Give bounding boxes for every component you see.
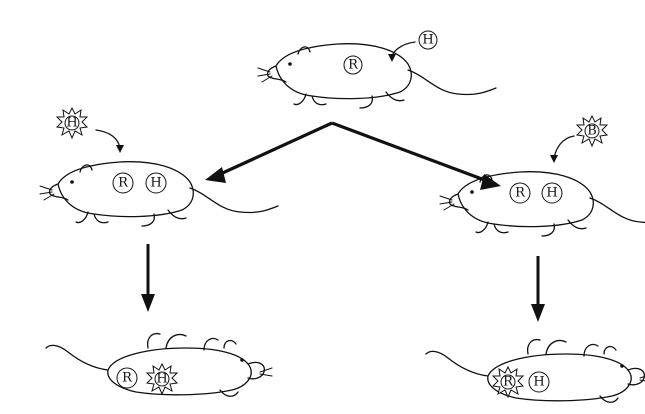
right-rat-label-r: R [515, 186, 526, 201]
left-dead-label-h: H [156, 372, 167, 387]
top-rat: R H [258, 31, 496, 108]
right-dead-rat: R H [426, 340, 645, 403]
left-rat-label-r: R [118, 176, 129, 191]
top-incoming-arrow [392, 42, 415, 58]
left-dead-active-starburst: H [147, 364, 177, 394]
right-incoming-arrow [554, 136, 574, 158]
left-incoming-starburst: H [57, 108, 87, 138]
left-rat-label-h: H [150, 176, 161, 191]
right-incoming-starburst: B [577, 116, 607, 146]
left-incoming-label: H [66, 116, 77, 131]
right-dead-label-h: H [533, 375, 544, 390]
right-dead-label-r: R [503, 375, 514, 390]
top-rat-label-r: R [348, 58, 359, 73]
left-upright-rat: R H H [40, 108, 278, 226]
top-incoming-label: H [422, 33, 433, 48]
down-arrows [141, 244, 545, 322]
right-rat-label-h: H [546, 186, 557, 201]
right-dead-active-starburst: R [493, 367, 523, 397]
branch-arrows [205, 123, 501, 190]
left-dead-label-r: R [122, 371, 133, 386]
left-dead-rat: R H [46, 334, 272, 397]
right-incoming-label: B [587, 124, 597, 139]
